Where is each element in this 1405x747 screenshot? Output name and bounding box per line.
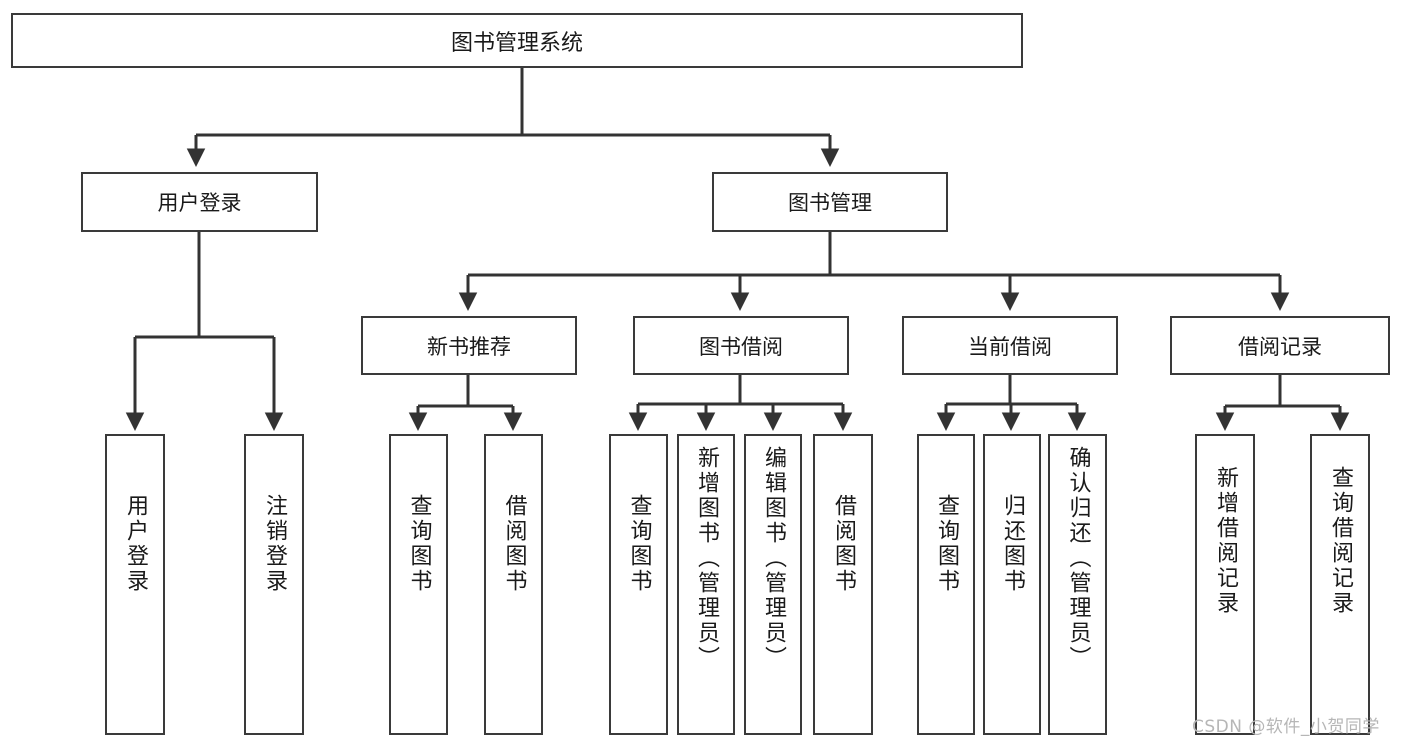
leaf-query-book-borrow[interactable]: 查询图书 <box>609 434 668 735</box>
node-new-book-recommendation[interactable]: 新书推荐 <box>361 316 577 375</box>
node-label: 图书借阅 <box>699 334 783 359</box>
watermark-csdn: CSDN @软件_小贺同学 <box>1192 717 1380 737</box>
leaf-borrow-book-recommendation[interactable]: 借阅图书 <box>484 434 543 735</box>
leaf-add-borrow-record[interactable]: 新增借阅记录 <box>1195 434 1255 735</box>
leaf-query-borrow-record[interactable]: 查询借阅记录 <box>1310 434 1370 735</box>
leaf-label: 查询借阅记录 <box>1328 466 1353 616</box>
node-current-borrow[interactable]: 当前借阅 <box>902 316 1118 375</box>
node-label: 图书管理 <box>788 191 872 215</box>
node-label: 用户登录 <box>157 191 242 215</box>
leaf-label: 归还图书 <box>1000 494 1025 594</box>
leaf-label: 查询图书 <box>406 494 432 594</box>
leaf-query-book-recommendation[interactable]: 查询图书 <box>389 434 448 735</box>
leaf-edit-book-admin[interactable]: 编辑图书（管理员） <box>744 434 802 735</box>
leaf-label: 注销登录 <box>262 494 287 594</box>
leaf-label: 查询图书 <box>934 494 959 594</box>
leaf-label: 新增借阅记录 <box>1213 466 1238 616</box>
leaf-label: 新增图书（管理员） <box>694 446 719 671</box>
node-book-management[interactable]: 图书管理 <box>712 172 948 232</box>
leaf-label: 借阅图书 <box>501 494 527 594</box>
leaf-confirm-return-admin[interactable]: 确认归还（管理员） <box>1048 434 1107 735</box>
node-label: 图书管理系统 <box>450 30 583 56</box>
leaf-query-book-current[interactable]: 查询图书 <box>917 434 975 735</box>
leaf-borrow-book-borrow[interactable]: 借阅图书 <box>813 434 873 735</box>
node-root-book-management-system[interactable]: 图书管理系统 <box>11 13 1023 68</box>
node-book-borrow[interactable]: 图书借阅 <box>633 316 849 375</box>
node-user-login[interactable]: 用户登录 <box>81 172 318 232</box>
node-label: 当前借阅 <box>968 334 1052 359</box>
node-borrow-record[interactable]: 借阅记录 <box>1170 316 1390 375</box>
leaf-logout-login[interactable]: 注销登录 <box>244 434 304 735</box>
leaf-label: 借阅图书 <box>831 494 856 594</box>
leaf-add-book-admin[interactable]: 新增图书（管理员） <box>677 434 735 735</box>
leaf-user-login[interactable]: 用户登录 <box>105 434 165 735</box>
leaf-label: 确认归还（管理员） <box>1065 446 1091 671</box>
leaf-label: 编辑图书（管理员） <box>761 446 786 671</box>
leaf-return-book[interactable]: 归还图书 <box>983 434 1041 735</box>
leaf-label: 用户登录 <box>123 494 148 594</box>
leaf-label: 查询图书 <box>626 494 652 594</box>
node-label: 借阅记录 <box>1238 334 1322 359</box>
node-label: 新书推荐 <box>427 334 511 359</box>
